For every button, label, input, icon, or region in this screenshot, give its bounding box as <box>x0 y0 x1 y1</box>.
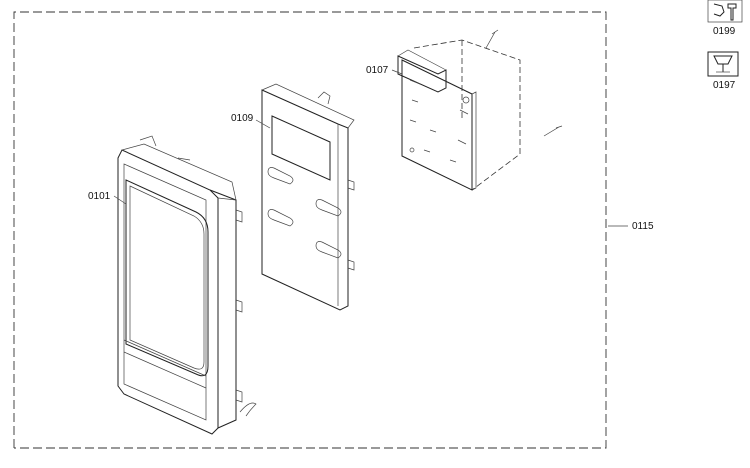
circuit-board-part <box>397 29 563 191</box>
callout-0107: 0107 <box>366 65 389 76</box>
service-code-0199: 0199 <box>713 26 736 37</box>
wrench-icon <box>707 0 743 23</box>
control-frame-part <box>261 83 355 311</box>
leader-lines <box>113 69 628 227</box>
service-code-0197: 0197 <box>713 80 736 91</box>
callout-0115: 0115 <box>632 221 654 232</box>
front-panel-part <box>117 135 257 435</box>
callout-0109: 0109 <box>231 113 254 124</box>
press-tool-icon <box>707 51 739 77</box>
callout-0101: 0101 <box>88 191 111 202</box>
assembly-boundary <box>13 11 607 449</box>
